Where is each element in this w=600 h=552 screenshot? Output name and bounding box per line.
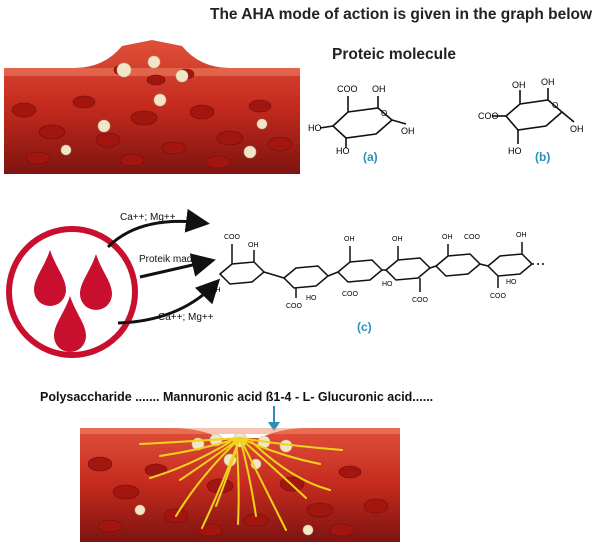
molecule-a-group: HO [336, 146, 350, 154]
bottom-arrow [117, 278, 221, 325]
arrow-bottom-label: Ca++; Mg++ [158, 312, 214, 323]
molecule-c-group: OH [392, 236, 403, 243]
arrow-middle-label: Proteik mad. [139, 254, 196, 265]
molecule-a-group: OH [372, 84, 386, 94]
molecule-b-label: (b) [535, 150, 551, 164]
molecule-a-label: (a) [363, 150, 378, 164]
molecule-c-label: (c) [357, 320, 372, 334]
molecule-c-structure: COO OH OH COO HO OH COO OH HO COO OH COO… [210, 232, 544, 310]
molecule-b-group: OH [512, 80, 526, 90]
molecule-c-group: COO [286, 303, 303, 310]
down-arrow-icon [268, 406, 280, 431]
molecule-c-group: COO [412, 297, 429, 304]
proteic-molecule-heading: Proteic molecule [332, 46, 457, 63]
polysaccharide-fibers [139, 437, 343, 531]
molecule-b-group: OH [570, 124, 584, 134]
molecule-a-structure: COO OH HO HO OH O [308, 84, 415, 154]
molecule-b-group: HO [508, 146, 522, 156]
blood-drops-icon [6, 226, 138, 358]
page-title: The AHA mode of action is given in the g… [210, 6, 593, 23]
molecule-b-structure: OH COO O OH OH HO [478, 77, 584, 156]
molecule-c-group: COO [224, 234, 241, 241]
molecule-b-group: COO [478, 111, 499, 121]
molecule-a-group: COO [337, 84, 358, 94]
molecule-c-group: COO [490, 293, 507, 300]
molecule-c-group: OH [344, 236, 355, 243]
arrow-top-label: Ca++; Mg++ [120, 212, 176, 223]
molecule-c-group: OH [516, 232, 527, 239]
molecule-a-group: HO [308, 123, 322, 133]
molecule-c-group: HO [306, 295, 317, 302]
molecule-c-group: COO [342, 291, 359, 298]
molecule-c-group: HO [506, 279, 517, 286]
binding-arrows [106, 208, 221, 325]
molecule-c-group: HO [382, 281, 393, 288]
blood-vessel-clot-icon [80, 428, 400, 542]
molecule-c-group: COO [464, 234, 481, 241]
molecule-b-group: OH [541, 77, 555, 87]
molecule-c-group: OH [210, 287, 221, 294]
molecule-c-group: OH [248, 242, 259, 249]
polysaccharide-caption: Polysaccharide ....... Mannuronic acid ß… [40, 390, 434, 404]
molecule-b-group: O [552, 101, 558, 110]
molecule-a-group: O [381, 109, 387, 118]
middle-arrow [139, 253, 216, 279]
top-arrow [106, 208, 210, 249]
blood-vessel-wound-icon [4, 40, 300, 174]
molecule-a-group: OH [401, 126, 415, 136]
molecule-c-group: OH [442, 234, 453, 241]
